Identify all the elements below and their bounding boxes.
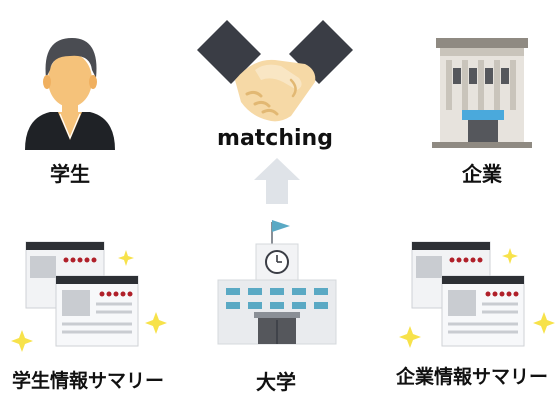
student-summary-docs-icon	[10, 238, 170, 354]
company-summary-docs-icon	[398, 238, 558, 354]
student-label: 学生	[50, 162, 90, 186]
company-summary-label: 企業情報サマリー	[395, 366, 548, 388]
university-label: 大学	[256, 370, 296, 394]
company-label: 企業	[462, 162, 502, 186]
student-summary-label: 学生情報サマリー	[11, 370, 164, 392]
company-building-icon	[432, 36, 532, 148]
handshake-icon	[195, 20, 355, 130]
matching-label: matching	[217, 126, 333, 151]
university-building-icon	[214, 216, 340, 346]
up-arrow-icon	[252, 156, 302, 206]
student-person-icon	[20, 30, 120, 150]
